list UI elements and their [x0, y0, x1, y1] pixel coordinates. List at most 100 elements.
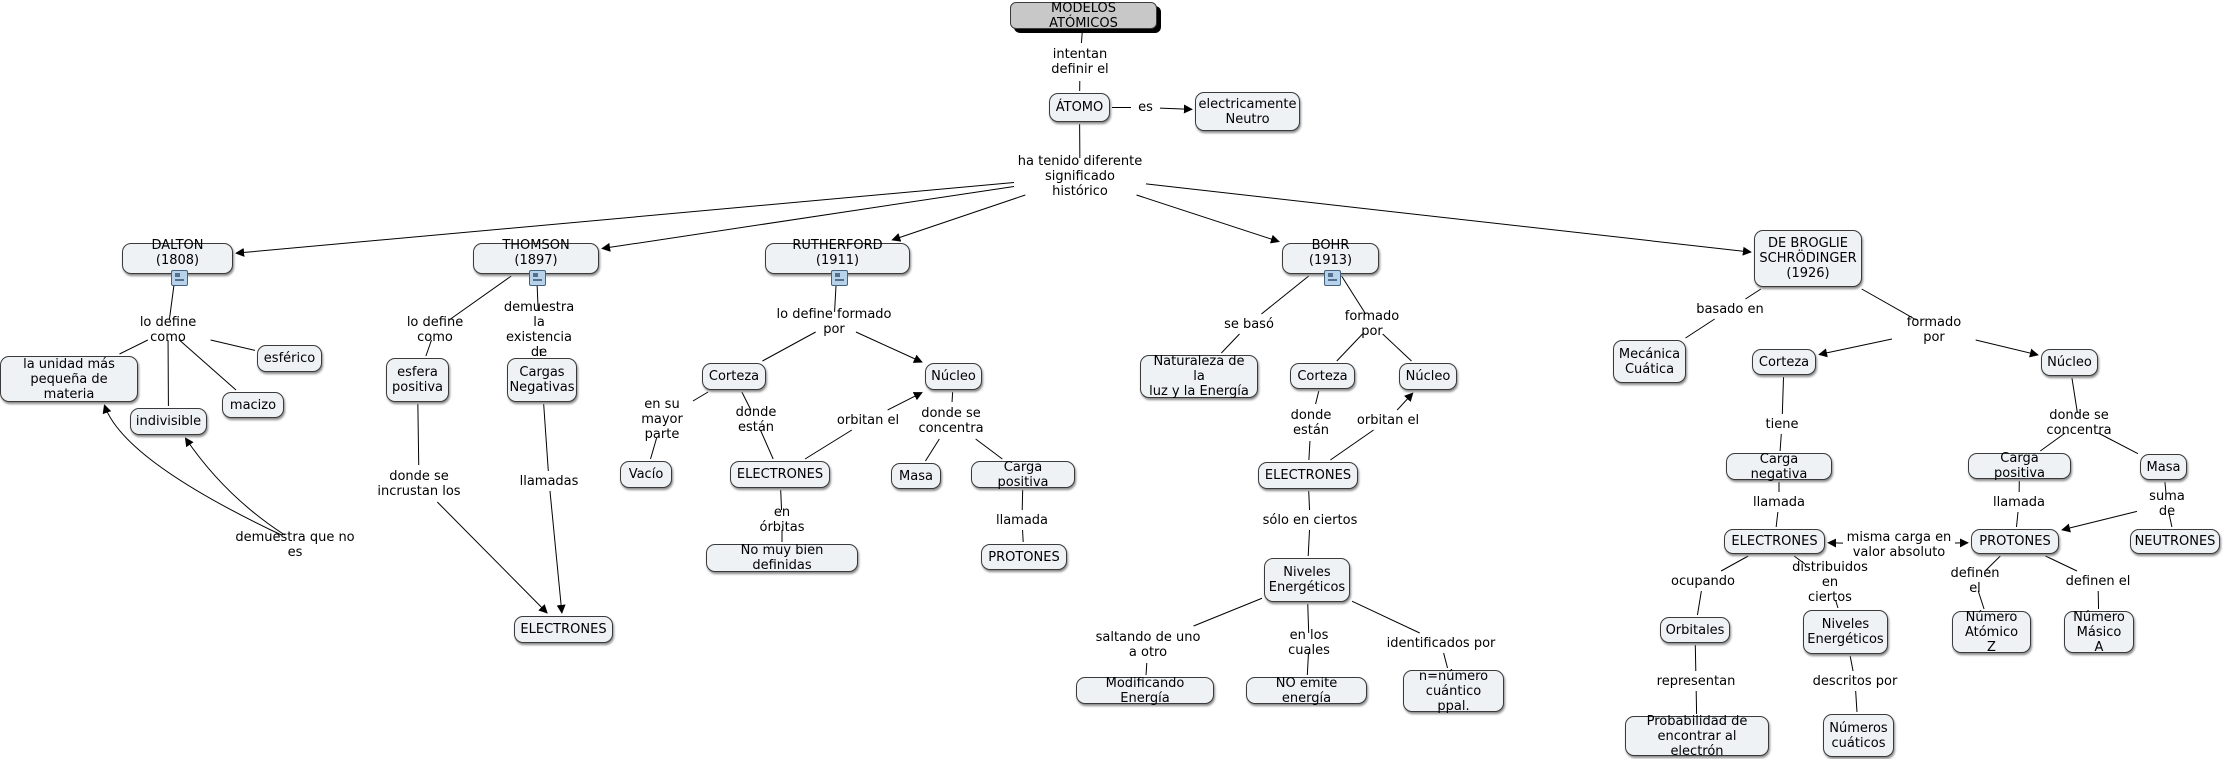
concept-node-label: Número Másico A [2071, 610, 2127, 655]
linking-phrase-l-b-dondeestan: donde están [1290, 406, 1332, 439]
concept-node-label: Naturaleza de la luz y la Energía [1147, 354, 1251, 399]
concept-node-label: PROTONES [988, 550, 1059, 565]
linking-phrase-l-d-definen1: definen el [1943, 573, 2007, 589]
concept-node-label: ELECTRONES [737, 467, 823, 482]
concept-node-nucleo-d[interactable]: Núcleo [2041, 349, 2098, 376]
connector-line [1352, 601, 1420, 633]
concept-node-macizo[interactable]: macizo [222, 392, 284, 418]
concept-node-label: ELECTRONES [520, 622, 606, 637]
concept-node-niveles-d[interactable]: Niveles Energéticos [1803, 610, 1888, 654]
linking-phrase-l-r-formado: lo define formado por [766, 314, 902, 330]
linking-phrase-l-d-ocupando: ocupando [1670, 573, 1736, 589]
concept-node-masa-r[interactable]: Masa [891, 463, 941, 489]
concept-node-atomo[interactable]: ÁTOMO [1049, 93, 1110, 122]
resource-link-icon[interactable] [529, 270, 546, 286]
linking-phrase-l-d-llamada2: llamada [1992, 494, 2046, 510]
concept-node-corteza-b[interactable]: Corteza [1290, 363, 1355, 389]
concept-node-bohr[interactable]: BOHR (1913) [1282, 243, 1379, 274]
concept-node-nnumero[interactable]: n=número cuántico ppal. [1403, 670, 1504, 712]
concept-node-cargapos-r[interactable]: Carga positiva [971, 461, 1075, 488]
concept-node-rutherford[interactable]: RUTHERFORD (1911) [765, 243, 910, 274]
concept-node-indivisible[interactable]: indivisible [130, 408, 207, 435]
connector-line [1194, 598, 1262, 626]
connector-line [1686, 319, 1715, 338]
concept-node-mecanica[interactable]: Mecánica Cuática [1613, 340, 1686, 383]
concept-node-label: Carga positiva [1975, 451, 2064, 481]
concept-node-esferico[interactable]: esférico [257, 345, 322, 372]
concept-node-label: Masa [899, 469, 933, 484]
concept-node-label: MODELOS ATÓMICOS [1017, 1, 1150, 31]
concept-node-label: Orbitales [1666, 623, 1725, 638]
concept-node-neutrones-d[interactable]: NEUTRONES [2130, 529, 2220, 554]
concept-node-thomson[interactable]: THOMSON (1897) [473, 243, 599, 274]
concept-node-masa-d[interactable]: Masa [2140, 454, 2187, 480]
connector-arrow [1146, 184, 1751, 252]
connector-line [2016, 512, 2018, 527]
concept-node-label: PROTONES [1979, 534, 2050, 549]
concept-node-nummasico[interactable]: Número Másico A [2064, 611, 2134, 653]
connector-line [1697, 591, 1701, 615]
connector-line [211, 340, 255, 350]
concept-node-label: DE BROGLIE SCHRÖDINGER (1926) [1759, 236, 1856, 281]
concept-node-label: Mecánica Cuática [1619, 347, 1680, 377]
concept-node-label: Modificando Energía [1083, 676, 1207, 706]
concept-node-corteza-r[interactable]: Corteza [702, 363, 766, 390]
concept-node-cargapos-d[interactable]: Carga positiva [1968, 453, 2071, 479]
concept-node-label: Masa [2147, 460, 2181, 475]
concept-node-orbitales[interactable]: Orbitales [1660, 617, 1730, 643]
connector-line [418, 404, 419, 465]
concept-node-noemite[interactable]: NO emite energía [1246, 677, 1367, 704]
concept-node-protones-r[interactable]: PROTONES [981, 544, 1067, 570]
connector-line [1309, 491, 1310, 510]
concept-node-debroglie[interactable]: DE BROGLIE SCHRÖDINGER (1926) [1754, 230, 1862, 287]
linking-phrase-l-t-define: lo define como [388, 322, 482, 338]
concept-node-nomuybien[interactable]: No muy bien definidas [706, 544, 858, 572]
connector-arrow [185, 438, 284, 535]
concept-node-esfera[interactable]: esfera positiva [386, 358, 449, 402]
concept-node-modificando[interactable]: Modificando Energía [1076, 677, 1214, 704]
concept-node-neutro[interactable]: electricamente Neutro [1195, 92, 1300, 131]
linking-phrase-l-t-llamadas: llamadas [520, 473, 578, 489]
resource-link-icon[interactable] [1324, 270, 1341, 286]
concept-node-electrones-b[interactable]: ELECTRONES [1258, 462, 1358, 489]
concept-node-root[interactable]: MODELOS ATÓMICOS [1010, 2, 1157, 29]
concept-node-label: esférico [264, 351, 315, 366]
concept-node-nucleo-r[interactable]: Núcleo [925, 363, 982, 390]
connector-line [925, 439, 939, 461]
concept-node-label: Corteza [709, 369, 759, 384]
concept-node-label: Números cuáticos [1829, 721, 1887, 751]
concept-node-numatomico[interactable]: Número Atómico Z [1952, 611, 2031, 653]
linking-phrase-l-d-definen2: definen el [2065, 573, 2131, 589]
concept-node-electrones-t[interactable]: ELECTRONES [514, 616, 613, 643]
connector-arrow [1976, 340, 2038, 355]
concept-node-vacio[interactable]: Vacío [620, 461, 672, 488]
concept-node-nucleo-b[interactable]: Núcleo [1399, 363, 1457, 390]
concept-node-electrones-d[interactable]: ELECTRONES [1724, 529, 1825, 554]
resource-link-icon[interactable] [171, 270, 188, 286]
concept-node-label: ELECTRONES [1731, 534, 1817, 549]
linking-phrase-l-d-representan: representan [1656, 673, 1736, 689]
concept-node-protones-d[interactable]: PROTONES [1971, 529, 2059, 554]
resource-link-icon[interactable] [831, 270, 848, 286]
concept-node-label: Carga negativa [1733, 452, 1825, 482]
connector-arrow [2062, 511, 2137, 530]
linking-phrase-l-r-mayor: en su mayor parte [622, 403, 702, 436]
concept-node-cargasneg[interactable]: Cargas Negativas [507, 358, 577, 402]
connector-line [1444, 653, 1448, 668]
connector-line [1023, 530, 1024, 542]
concept-node-probabilidad[interactable]: Probabilidad de encontrar al electrón [1625, 716, 1769, 756]
concept-node-electrones-r[interactable]: ELECTRONES [730, 461, 830, 488]
linking-phrase-l-es: es [1133, 100, 1158, 115]
concept-node-unidad[interactable]: la unidad más pequeña de materia [0, 356, 138, 402]
connector-line [1309, 441, 1310, 460]
concept-node-corteza-d[interactable]: Corteza [1752, 349, 1816, 375]
concept-node-naturaleza[interactable]: Naturaleza de la luz y la Energía [1140, 355, 1258, 398]
concept-node-niveles-b[interactable]: Niveles Energéticos [1264, 558, 1350, 602]
concept-node-carganeg-d[interactable]: Carga negativa [1726, 453, 1832, 480]
linking-phrase-l-d-llamada1: llamada [1752, 494, 1806, 510]
concept-node-dalton[interactable]: DALTON (1808) [122, 243, 233, 274]
connector-line [1146, 663, 1147, 675]
concept-node-label: n=número cuántico ppal. [1410, 669, 1497, 714]
linking-phrase-l-b-identificados: identificados por [1386, 635, 1496, 651]
concept-node-numcuanticos[interactable]: Números cuáticos [1823, 714, 1894, 757]
